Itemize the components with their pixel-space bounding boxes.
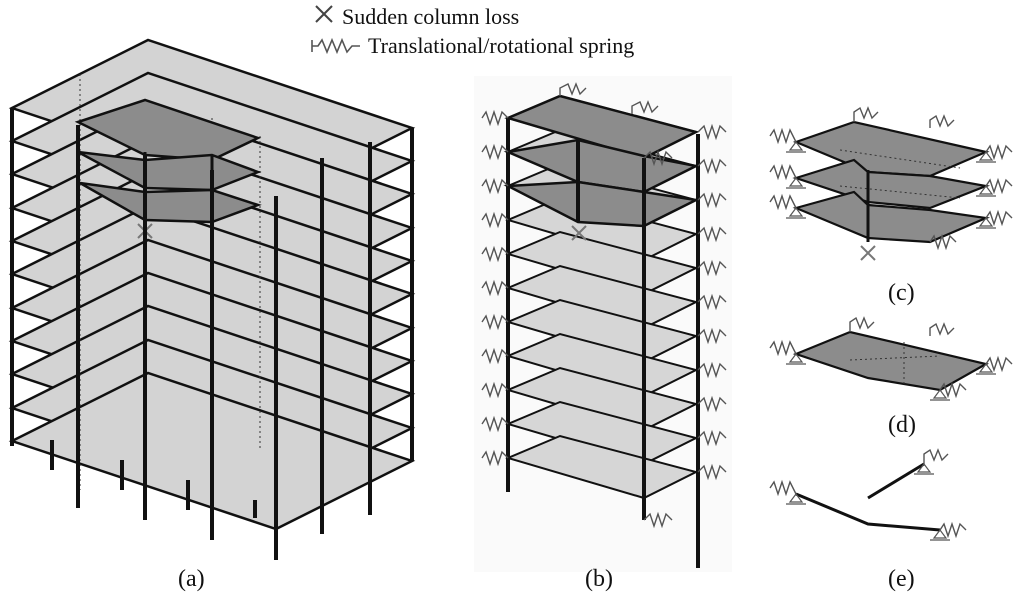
- b-columns: [506, 118, 700, 568]
- legend-column-loss-label: Sudden column loss: [342, 4, 519, 29]
- column-loss-legend-icon: [315, 5, 333, 23]
- legend-spring-label: Translational/rotational spring: [368, 33, 634, 58]
- e-springs: [769, 448, 967, 539]
- caption-a: (a): [178, 566, 205, 592]
- b-column-loss-marker: [571, 225, 587, 241]
- d-springs: [769, 316, 1013, 399]
- substructure-d: (d): [769, 316, 1013, 438]
- c-column-loss-marker: [860, 245, 876, 261]
- substructure-e: (e): [769, 448, 967, 592]
- columns: [10, 108, 414, 560]
- spring-legend-icon: [311, 37, 360, 55]
- caption-d: (d): [888, 412, 916, 438]
- e-beam-right: [867, 462, 925, 500]
- legend: Sudden column loss Translational/rotatio…: [311, 4, 634, 58]
- b-damaged-bay: [503, 94, 701, 228]
- d-slab: [792, 330, 989, 392]
- c-supports: [786, 141, 996, 229]
- building-a: (a): [8, 38, 416, 592]
- substructure-c: (c): [769, 106, 1013, 306]
- e-beam-left: [795, 492, 941, 532]
- c-slab-top: [792, 120, 990, 178]
- c-slab-mid: [792, 158, 991, 210]
- b-springs: [481, 82, 727, 529]
- c-slab-bottom: [792, 190, 991, 244]
- c-springs: [769, 106, 1013, 251]
- caption-b: (b): [585, 566, 613, 592]
- caption-e: (e): [888, 566, 915, 592]
- caption-c: (c): [888, 280, 915, 306]
- substructure-b: (b): [474, 76, 732, 592]
